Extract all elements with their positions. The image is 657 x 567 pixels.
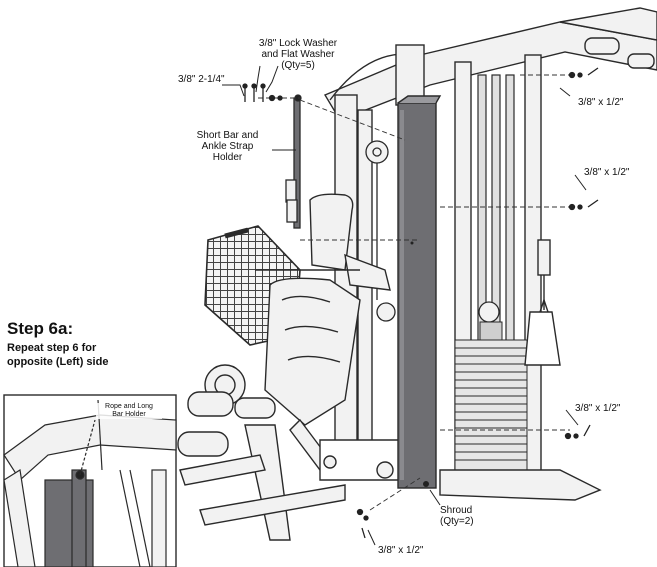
step-instruction: Repeat step 6 for opposite (Left) side [7, 341, 177, 369]
shroud-callout-line-2: (Qty=2) [440, 516, 474, 527]
rope-holder-callout: Rope and Long Bar Holder [96, 403, 162, 419]
lower-frame [179, 418, 401, 541]
holder-callout: Short Bar and Ankle Strap Holder [180, 130, 275, 163]
roller-pads [177, 364, 276, 457]
washer-callout-line-2: and Flat Washer [261, 49, 335, 60]
step-note-line-2: opposite (Left) side [7, 356, 109, 368]
weight-stack [454, 321, 528, 471]
shroud-callout-line-1: Shroud [440, 505, 473, 516]
holder-callout-line-1: Short Bar and [196, 130, 259, 141]
overhead-beam [323, 7, 657, 121]
shroud [397, 95, 442, 489]
inset-illustration [3, 399, 177, 567]
bolt-long-callout: 3/8" 2-1/4" [178, 74, 225, 85]
shroud-callout: Shroud (Qty=2) [440, 505, 474, 527]
ankle-strap-holder [285, 94, 302, 229]
bolt-low-right-callout: 3/8" x 1/2" [575, 403, 621, 414]
holder-callout-line-2: Ankle Strap [201, 141, 254, 152]
step-title: Step 6a: [7, 319, 74, 338]
base-foot [439, 469, 602, 501]
holder-callout-line-3: Holder [212, 152, 243, 163]
cable-handle [524, 239, 561, 366]
washer-callout-line-3: (Qty=5) [281, 60, 315, 71]
bolt-hardware [242, 67, 599, 539]
leader-lines [222, 65, 587, 546]
step-note-line-1: Repeat step 6 for [7, 342, 97, 354]
leg-press-seat [255, 253, 391, 426]
rope-holder-callout-line-2: Bar Holder [112, 411, 146, 418]
bolt-top-right-callout: 3/8" x 1/2" [578, 97, 624, 108]
bolt-mid-right-callout: 3/8" x 1/2" [584, 167, 630, 178]
washer-callout-line-1: 3/8" Lock Washer [258, 38, 338, 49]
rope-holder-callout-line-1: Rope and Long [105, 403, 153, 410]
guide-rods [477, 74, 515, 376]
bolt-bottom-callout: 3/8" x 1/2" [378, 545, 424, 556]
seat-back [309, 193, 354, 271]
washer-callout: 3/8" Lock Washer and Flat Washer (Qty=5) [238, 38, 358, 71]
